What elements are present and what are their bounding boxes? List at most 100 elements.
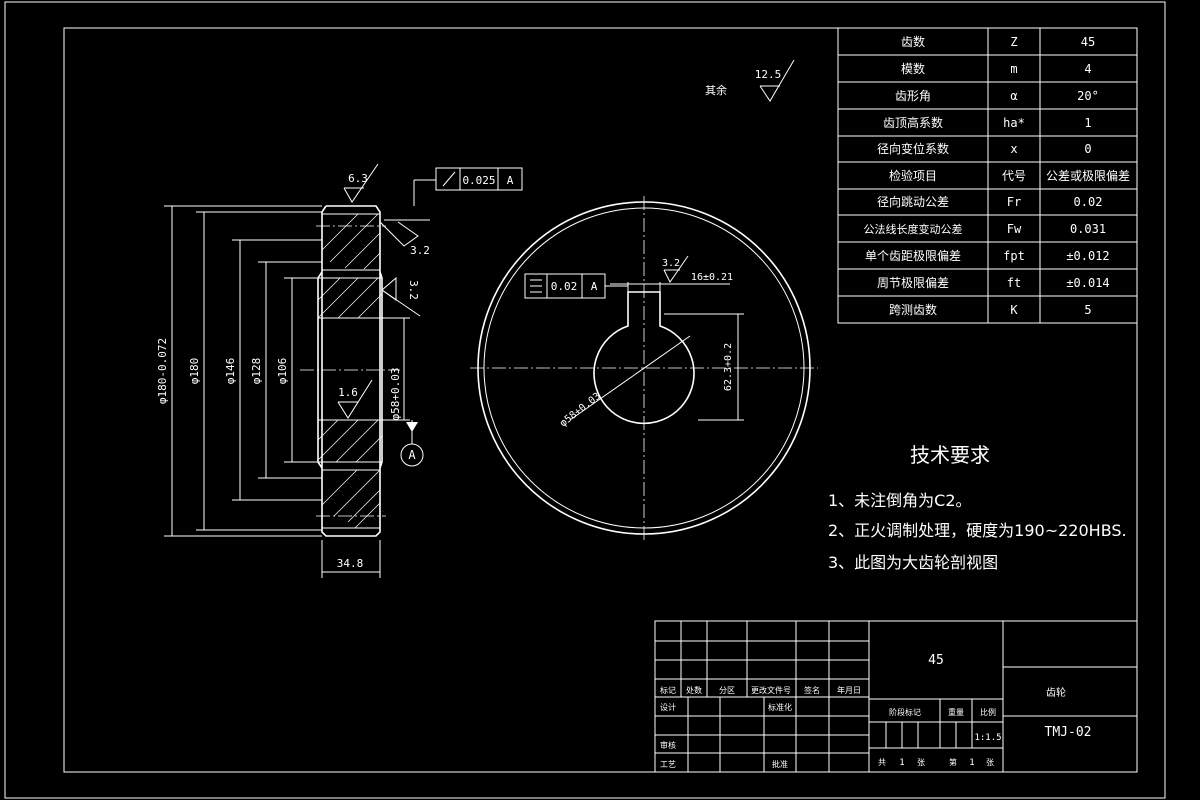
param-name: 径向变位系数 [877, 141, 949, 156]
roughness-symbol [759, 59, 795, 102]
roughness-symbol [337, 379, 373, 419]
runout-datum: A [507, 174, 514, 187]
front-bore-dim: φ58+0.03 [558, 391, 603, 429]
param-name: 检验项目 [889, 168, 937, 183]
sheet-current: 1 [969, 758, 974, 768]
header-count: 处数 [686, 685, 702, 695]
dim-d106: φ106 [276, 358, 289, 385]
param-name: 周节极限偏差 [877, 275, 949, 290]
right-roughness-2: 3.2 [407, 280, 420, 300]
sheet-current-label: 第 [949, 757, 957, 767]
dim-outer-diameter: φ180-0.072 [156, 338, 169, 404]
param-symbol: Fr [1007, 195, 1021, 209]
datum-a-circle [400, 443, 424, 467]
sheet-unit: 张 [917, 758, 925, 767]
key-width-dim: 16±0.21 [691, 272, 733, 283]
gear-rim-outline [321, 205, 381, 537]
key-depth-dim: 62.3+0.2 [723, 343, 734, 391]
param-symbol: fpt [1003, 249, 1025, 263]
drawing-number: TMJ-02 [1045, 725, 1092, 740]
right-roughness-1: 3.2 [410, 244, 430, 257]
material: 45 [928, 653, 944, 668]
param-name: 模数 [901, 61, 925, 76]
param-name: 齿顶高系数 [883, 115, 943, 130]
front-view: φ58+0.03 62.3+0.2 16±0.21 3.2 0.02 A [470, 196, 818, 540]
rest-roughness-value: 12.5 [755, 68, 782, 81]
header-zone: 分区 [719, 686, 735, 695]
requirements-title: 技术要求 [910, 443, 990, 467]
runout-frame [435, 167, 523, 191]
symmetry-value: 0.02 [551, 280, 578, 293]
roughness-symbol [663, 255, 689, 283]
bore-roughness: 1.6 [338, 386, 358, 399]
diameter-dimensions [164, 205, 410, 537]
roughness-symbol [381, 276, 397, 301]
scale-label: 比例 [980, 707, 996, 717]
param-value: ±0.012 [1066, 249, 1109, 263]
symmetry-datum: A [591, 280, 598, 293]
param-name: 齿数 [901, 34, 925, 49]
param-value: 0 [1084, 142, 1091, 156]
param-name: 齿形角 [895, 89, 931, 103]
param-value: 0.031 [1070, 222, 1106, 236]
dim-d180: φ180 [188, 358, 201, 385]
param-value: 0.02 [1074, 195, 1103, 209]
part-name: 齿轮 [1046, 686, 1066, 699]
param-symbol: Fw [1007, 222, 1022, 236]
param-name: 径向跳动公差 [877, 194, 949, 209]
dim-bore: φ58+0.03 [389, 368, 402, 421]
dim-width: 34.8 [337, 557, 364, 570]
rest-roughness: 其余 12.5 [705, 59, 795, 102]
requirement-item: 1、未注倒角为C2。 [828, 491, 972, 510]
role-design: 设计 [660, 702, 676, 712]
param-symbol: Z [1010, 35, 1017, 49]
technical-requirements: 技术要求 1、未注倒角为C2。 2、正火调制处理，硬度为190~220HBS. … [828, 443, 1127, 572]
header-change-doc: 更改文件号 [751, 685, 791, 695]
param-name: 单个齿距极限偏差 [865, 248, 961, 263]
weight-label: 重量 [948, 707, 964, 717]
bore-keyway [593, 291, 695, 425]
param-symbol: x [1010, 142, 1017, 156]
param-symbol: ha* [1003, 116, 1025, 130]
sheet-total-label: 共 [878, 758, 886, 767]
stage-mark-label: 阶段标记 [889, 707, 921, 717]
outer-border [4, 1, 1166, 799]
inner-frame [63, 27, 1138, 773]
requirement-item: 3、此图为大齿轮剖视图 [828, 553, 998, 572]
param-symbol: m [1010, 62, 1017, 76]
rest-label: 其余 [705, 83, 727, 97]
param-value: 5 [1084, 303, 1091, 317]
datum-a-label: A [408, 448, 416, 462]
header-signature: 签名 [804, 685, 820, 695]
param-value: 公差或极限偏差 [1046, 168, 1130, 183]
requirement-item: 2、正火调制处理，硬度为190~220HBS. [828, 521, 1127, 540]
param-value: 20° [1077, 89, 1099, 103]
param-symbol: 代号 [1002, 169, 1026, 183]
key-roughness: 3.2 [662, 258, 680, 269]
header-mark: 标记 [660, 685, 676, 695]
param-value: ±0.014 [1066, 276, 1109, 290]
top-roughness: 6.3 [348, 172, 368, 185]
param-name: 公法线长度变动公差 [864, 222, 963, 236]
scale-value: 1:1.5 [974, 733, 1001, 743]
parameter-table: 齿数 Z 45 模数 m 4 齿形角 α 20° 齿顶高系数 ha* 1 径向变… [837, 27, 1138, 324]
param-symbol: K [1010, 303, 1018, 317]
param-value: 45 [1081, 35, 1095, 49]
role-review: 审核 [660, 740, 676, 750]
header-date: 年月日 [837, 685, 861, 695]
section-view: φ180-0.072 φ180 φ146 φ128 φ106 φ58+0.03 … [156, 163, 523, 578]
param-symbol: ft [1007, 276, 1021, 290]
dim-d146: φ146 [224, 358, 237, 385]
role-standard: 标准化 [768, 702, 792, 712]
role-process: 工艺 [660, 760, 676, 769]
param-name: 跨测齿数 [889, 302, 937, 317]
title-block: 标记 处数 分区 更改文件号 签名 年月日 设计 标准化 审核 工艺 批准 45… [654, 620, 1138, 773]
param-value: 4 [1084, 62, 1091, 76]
roughness-symbol [343, 163, 379, 203]
sheet-total: 1 [899, 758, 904, 768]
roughness-symbol [379, 221, 419, 247]
runout-value: 0.025 [462, 174, 495, 187]
sheet-current-unit: 张 [986, 758, 994, 767]
